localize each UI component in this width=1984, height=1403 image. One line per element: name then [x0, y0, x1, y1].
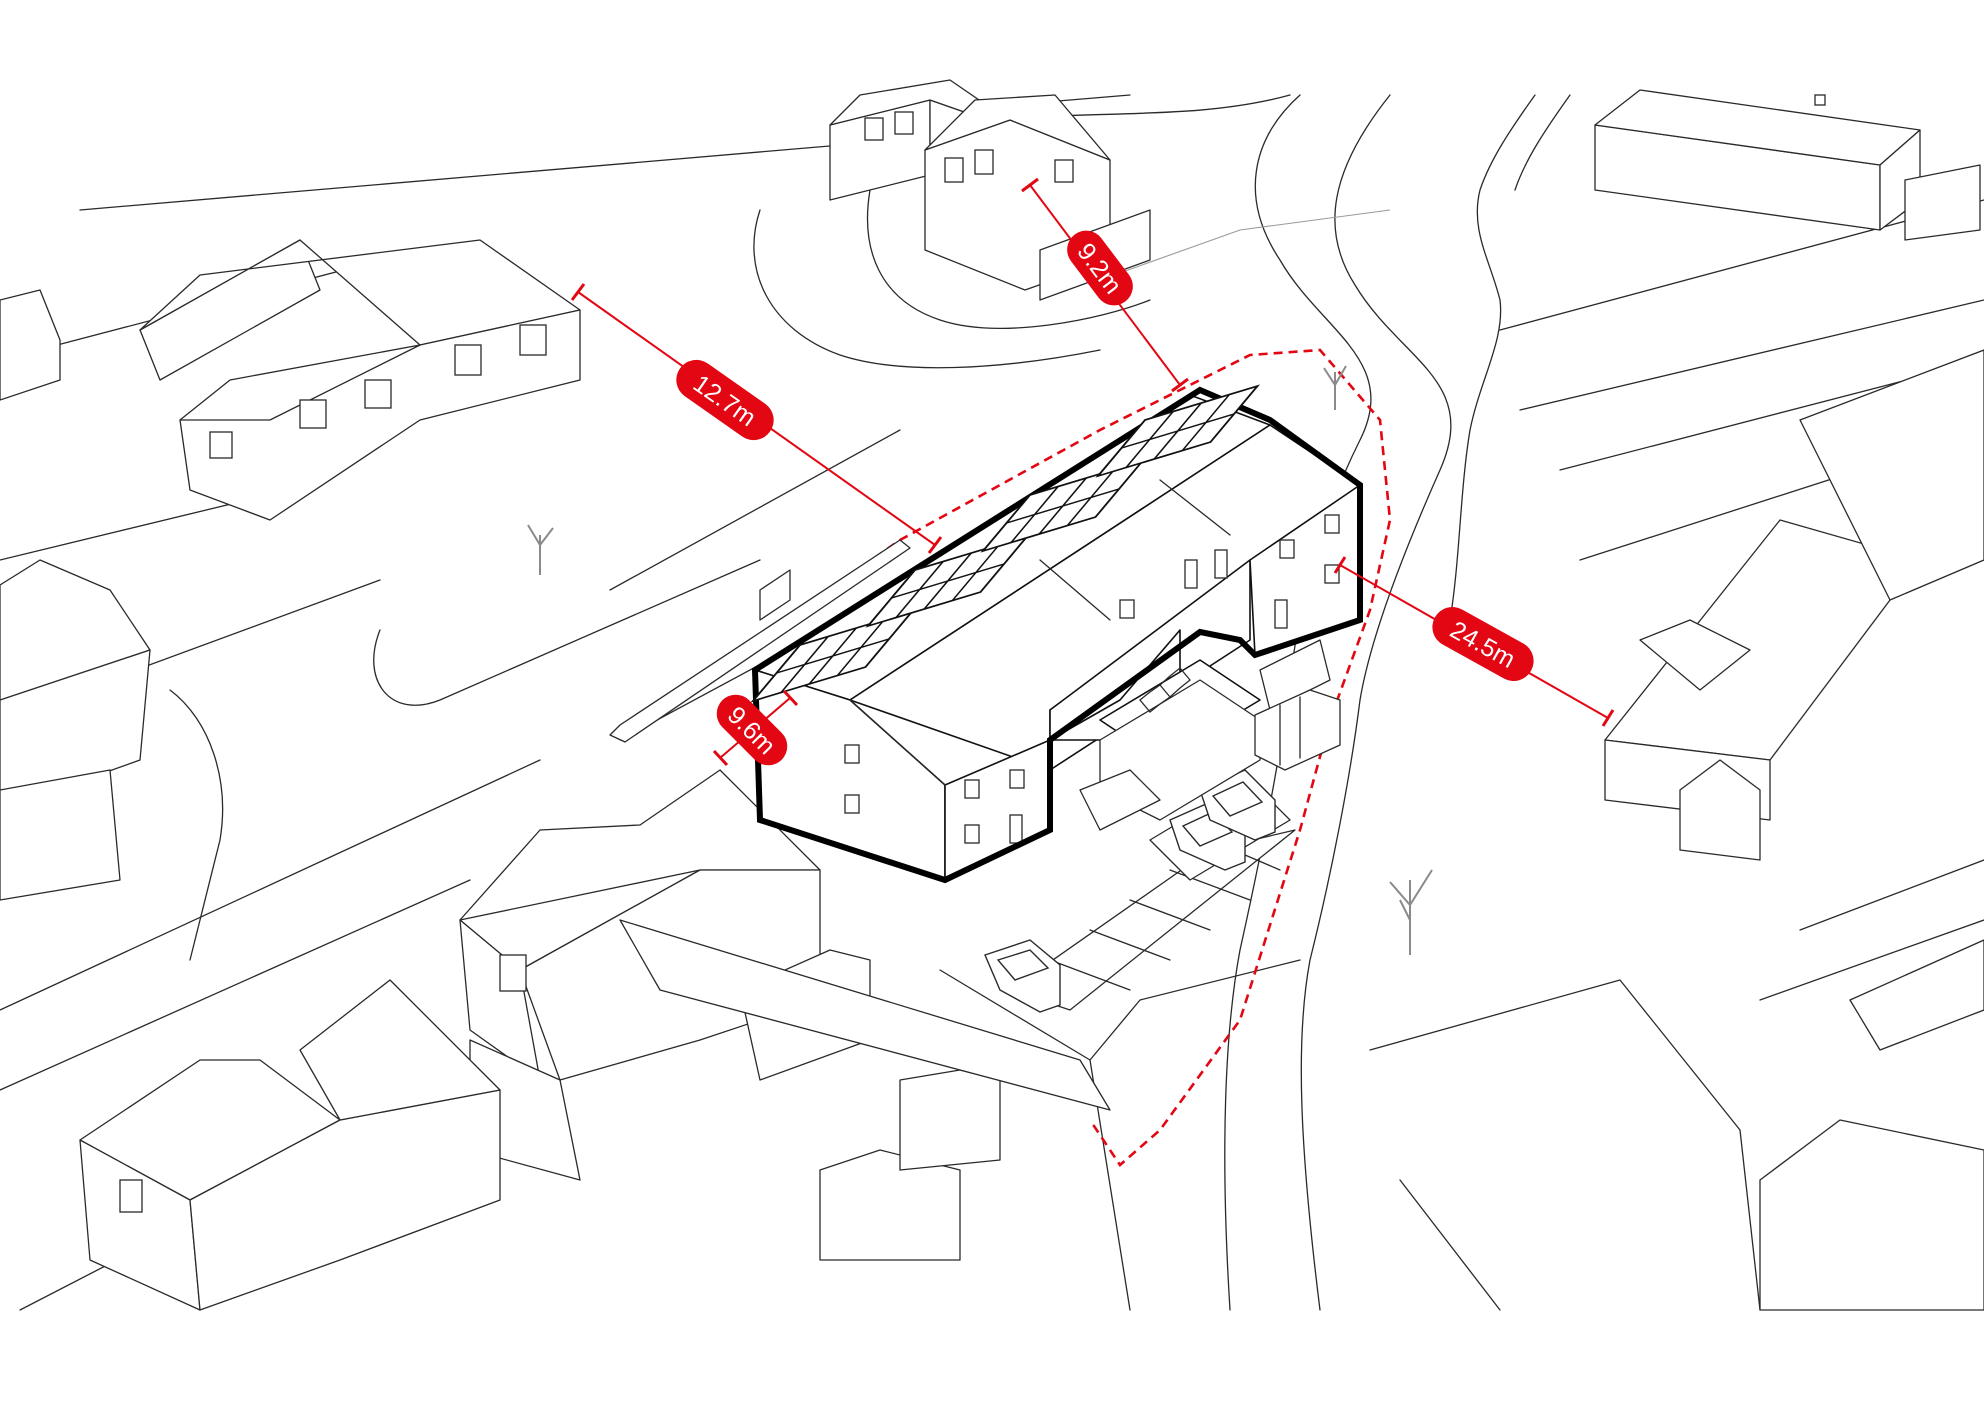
- context-houses-south: [79, 769, 1111, 1311]
- solar-panel-icon: [980, 459, 1146, 553]
- staircase-icon: [1139, 667, 1191, 713]
- dimension-west: 12.7m: [570, 283, 943, 554]
- trees: [527, 365, 1433, 955]
- site-boundary: [614, 348, 1392, 1167]
- context-house-far-west: [0, 289, 151, 901]
- context-house-north: [829, 79, 1151, 301]
- dimension-pill: [676, 359, 774, 441]
- proposed-building-outline: [751, 386, 1363, 884]
- dimension-pill: [1432, 607, 1534, 681]
- car-3: [1199, 769, 1276, 841]
- solar-panel-icon: [865, 534, 1031, 628]
- solar-panels: [750, 384, 1261, 703]
- tree-icon: [1389, 869, 1433, 955]
- dimension-pill: [1067, 230, 1133, 306]
- solar-panel-icon: [750, 609, 916, 703]
- tree-icon: [527, 524, 554, 575]
- tree-icon: [1323, 365, 1347, 410]
- solar-panel-icon: [1095, 384, 1261, 478]
- context-house-west: [139, 239, 581, 521]
- context-buildings-east: [1604, 349, 1984, 1311]
- context-building-northeast: [1594, 89, 1981, 241]
- car-1: [984, 939, 1061, 1013]
- dimension-pill: [716, 694, 788, 766]
